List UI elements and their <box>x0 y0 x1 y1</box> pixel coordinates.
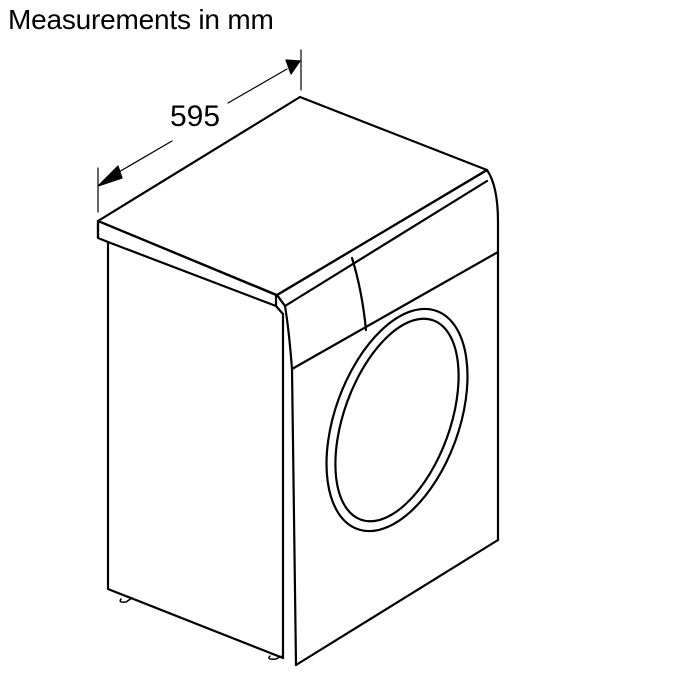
front-panel <box>290 250 500 667</box>
page-title: Measurements in mm <box>8 4 274 35</box>
arrow-right-icon <box>285 59 301 75</box>
top-panel <box>96 95 489 308</box>
feet <box>119 597 283 660</box>
width-dimension-line <box>97 49 302 213</box>
width-dimension-label: 595 <box>170 100 221 133</box>
side-panel <box>106 240 285 660</box>
arrow-left-icon <box>97 165 123 187</box>
door-ring <box>325 307 469 533</box>
control-panel <box>275 168 500 371</box>
